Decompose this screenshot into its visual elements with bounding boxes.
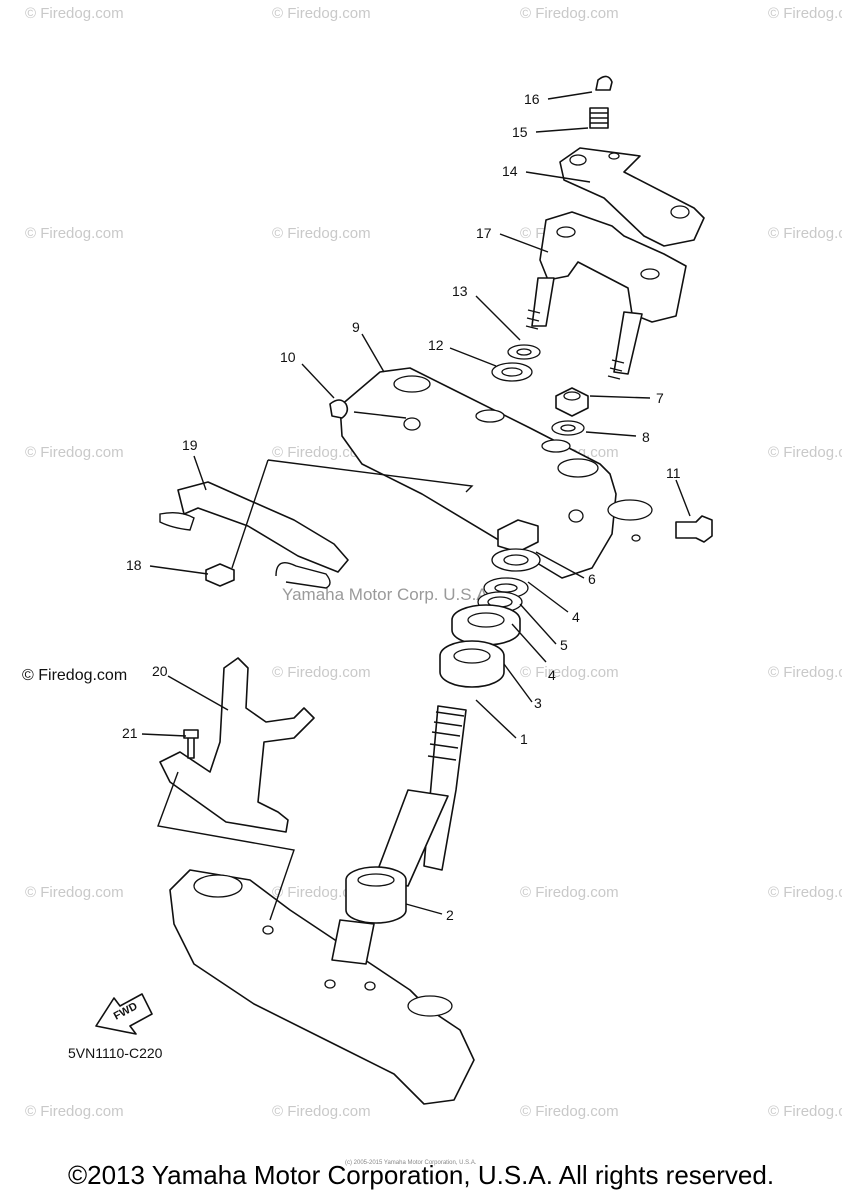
watermark: © Firedog.com bbox=[272, 1103, 371, 1120]
callout-8: 8 bbox=[642, 429, 650, 445]
callout-12: 12 bbox=[428, 337, 444, 353]
callout-18: 18 bbox=[126, 557, 142, 573]
callout-3: 3 bbox=[534, 695, 542, 711]
callout-19: 19 bbox=[182, 437, 198, 453]
watermark: © Firedog.com bbox=[25, 884, 124, 901]
handlebar-lower-holder bbox=[525, 211, 687, 380]
diagram-code: 5VN1110-C220 bbox=[68, 1045, 163, 1061]
callout-6: 6 bbox=[588, 571, 596, 587]
stay-20 bbox=[159, 657, 315, 833]
watermark: © Firedog.com bbox=[768, 884, 842, 901]
fwd-arrow: FWD bbox=[95, 993, 153, 1035]
callout-4-upper: 4 bbox=[572, 609, 580, 625]
callout-1: 1 bbox=[520, 731, 528, 747]
watermark: © Firedog.com bbox=[272, 444, 371, 461]
watermark: © Firedog.com bbox=[768, 444, 842, 461]
nut-18 bbox=[205, 563, 235, 587]
corner-watermark: © Firedog.com bbox=[22, 667, 127, 684]
copyright-footer: ©2013 Yamaha Motor Corporation, U.S.A. A… bbox=[67, 1160, 775, 1190]
watermark: © Firedog.com bbox=[768, 664, 842, 681]
callout-20: 20 bbox=[152, 663, 168, 679]
center-watermark: Yamaha Motor Corp. U.S.A. bbox=[282, 585, 492, 604]
parts-diagram: © Firedog.com © Firedog.com © Firedog.co… bbox=[22, 5, 842, 1120]
watermark: © Firedog.com bbox=[25, 444, 124, 461]
callout-15: 15 bbox=[512, 124, 528, 140]
bearing-stack bbox=[439, 519, 541, 688]
callout-14: 14 bbox=[502, 163, 518, 179]
callout-9: 9 bbox=[352, 319, 360, 335]
callout-21: 21 bbox=[122, 725, 138, 741]
callout-11: 11 bbox=[666, 465, 681, 481]
callout-16: 16 bbox=[524, 91, 540, 107]
callout-10: 10 bbox=[280, 349, 296, 365]
watermark: © Firedog.com bbox=[272, 664, 371, 681]
stay-19 bbox=[159, 481, 349, 589]
watermark: © Firedog.com bbox=[25, 225, 124, 242]
upper-bracket bbox=[339, 367, 653, 579]
watermark: © Firedog.com bbox=[520, 1103, 619, 1120]
assembly-lines bbox=[157, 459, 474, 921]
watermark: © Firedog.com bbox=[25, 1103, 124, 1120]
handlebar-upper-holder bbox=[559, 75, 705, 247]
callout-4-lower: 4 bbox=[548, 667, 556, 683]
callout-7: 7 bbox=[656, 390, 664, 406]
watermark: © Firedog.com bbox=[520, 664, 619, 681]
nut-and-washer bbox=[551, 387, 589, 436]
bolt-11 bbox=[675, 515, 713, 543]
washers-12-13 bbox=[491, 344, 541, 382]
watermark: © Firedog.com bbox=[520, 884, 619, 901]
watermark: © Firedog.com bbox=[272, 225, 371, 242]
watermark: © Firedog.com bbox=[768, 225, 842, 242]
steering-stem bbox=[373, 705, 467, 887]
callout-13: 13 bbox=[452, 283, 468, 299]
watermark: © Firedog.com bbox=[25, 5, 124, 22]
watermark: © Firedog.com bbox=[272, 5, 371, 22]
watermark: © Firedog.com bbox=[520, 5, 619, 22]
watermark: © Firedog.com bbox=[768, 1103, 842, 1120]
watermark: © Firedog.com bbox=[768, 5, 842, 22]
callout-5: 5 bbox=[560, 637, 568, 653]
callout-2: 2 bbox=[446, 907, 454, 923]
callouts: 16 15 14 17 13 12 9 10 7 8 11 19 18 6 4 … bbox=[122, 91, 681, 923]
tiny-copyright-note: (c) 2005-2015 Yamaha Motor Corporation, … bbox=[345, 1160, 477, 1166]
lower-bracket bbox=[169, 866, 475, 1105]
watermark-layer: © Firedog.com © Firedog.com © Firedog.co… bbox=[25, 5, 842, 1120]
callout-17: 17 bbox=[476, 225, 492, 241]
leader-lines bbox=[141, 91, 691, 915]
bolt-21 bbox=[183, 729, 199, 759]
cap-10 bbox=[329, 399, 349, 419]
